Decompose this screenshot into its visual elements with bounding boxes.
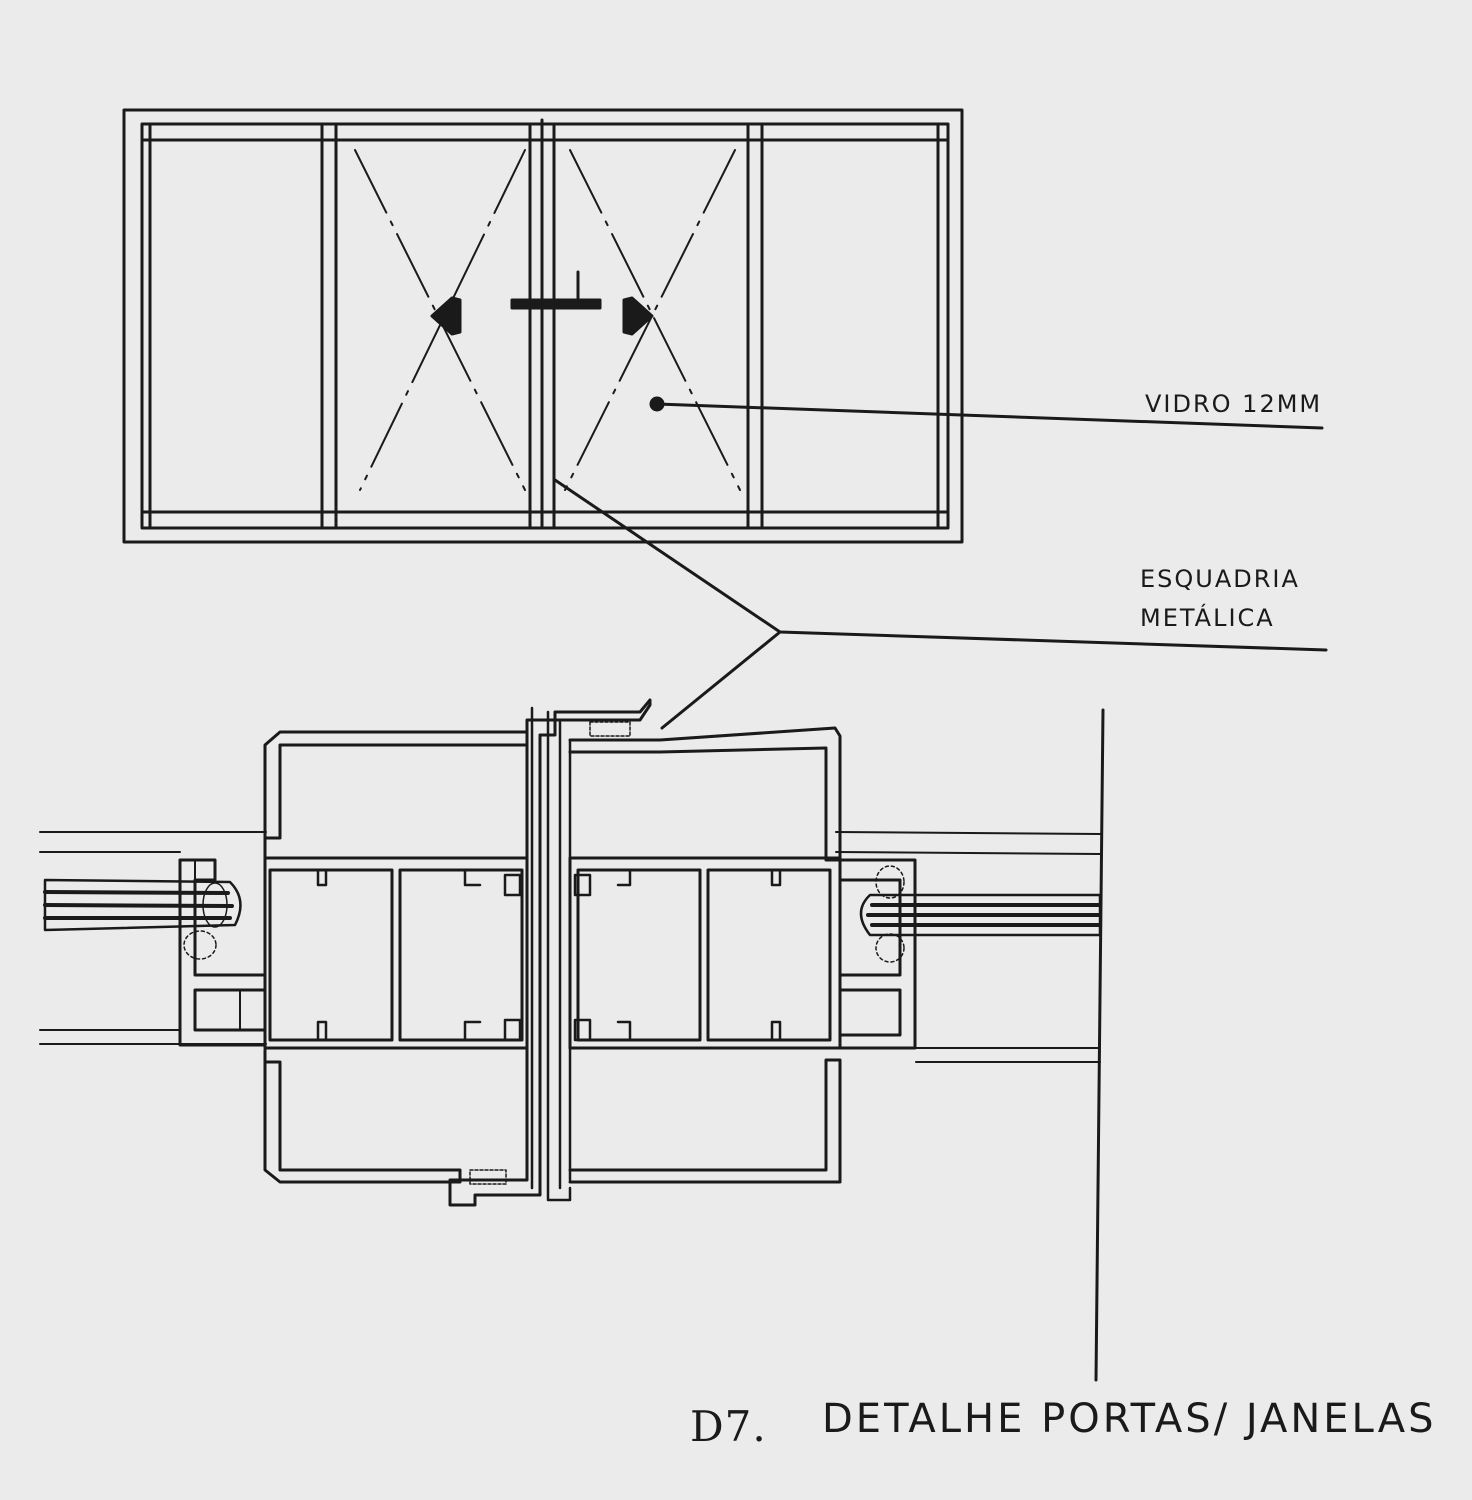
gaskets bbox=[183, 721, 905, 1185]
mid-box-left bbox=[263, 856, 529, 1050]
lower-left-room bbox=[263, 1048, 462, 1184]
frame-inner bbox=[140, 122, 950, 530]
leader-frame bbox=[553, 478, 1328, 730]
glass-right bbox=[859, 893, 1102, 937]
arrow-left-icon bbox=[430, 296, 462, 336]
upper-left-room bbox=[263, 730, 529, 862]
label-glass: VIDRO 12MM bbox=[1145, 390, 1323, 418]
glass-left bbox=[43, 878, 242, 932]
sash-rails bbox=[140, 122, 950, 530]
leader-glass bbox=[649, 396, 1324, 430]
mullions bbox=[320, 118, 764, 530]
detail-title: DETALHE PORTAS/ JANELAS bbox=[822, 1396, 1437, 1442]
sill-lines bbox=[39, 831, 1101, 1063]
notches bbox=[316, 868, 782, 1042]
profile-section bbox=[39, 698, 1105, 1382]
label-frame-line2: METÁLICA bbox=[1140, 604, 1275, 632]
mid-box-right bbox=[568, 856, 842, 1050]
window-elevation bbox=[122, 108, 964, 544]
interlock-stile bbox=[448, 698, 652, 1207]
detail-code: D7. bbox=[690, 1402, 767, 1451]
handle bbox=[510, 270, 602, 310]
upper-right-room bbox=[568, 726, 842, 862]
sliding-diagonals bbox=[354, 149, 741, 491]
arrow-right-icon bbox=[622, 296, 654, 336]
frame-outer bbox=[122, 108, 964, 544]
left-sash bbox=[178, 858, 267, 1047]
right-sash bbox=[838, 858, 917, 1050]
label-frame-line1: ESQUADRIA bbox=[1140, 565, 1300, 593]
wall-line bbox=[1094, 708, 1105, 1382]
lower-right-room bbox=[568, 1058, 842, 1184]
